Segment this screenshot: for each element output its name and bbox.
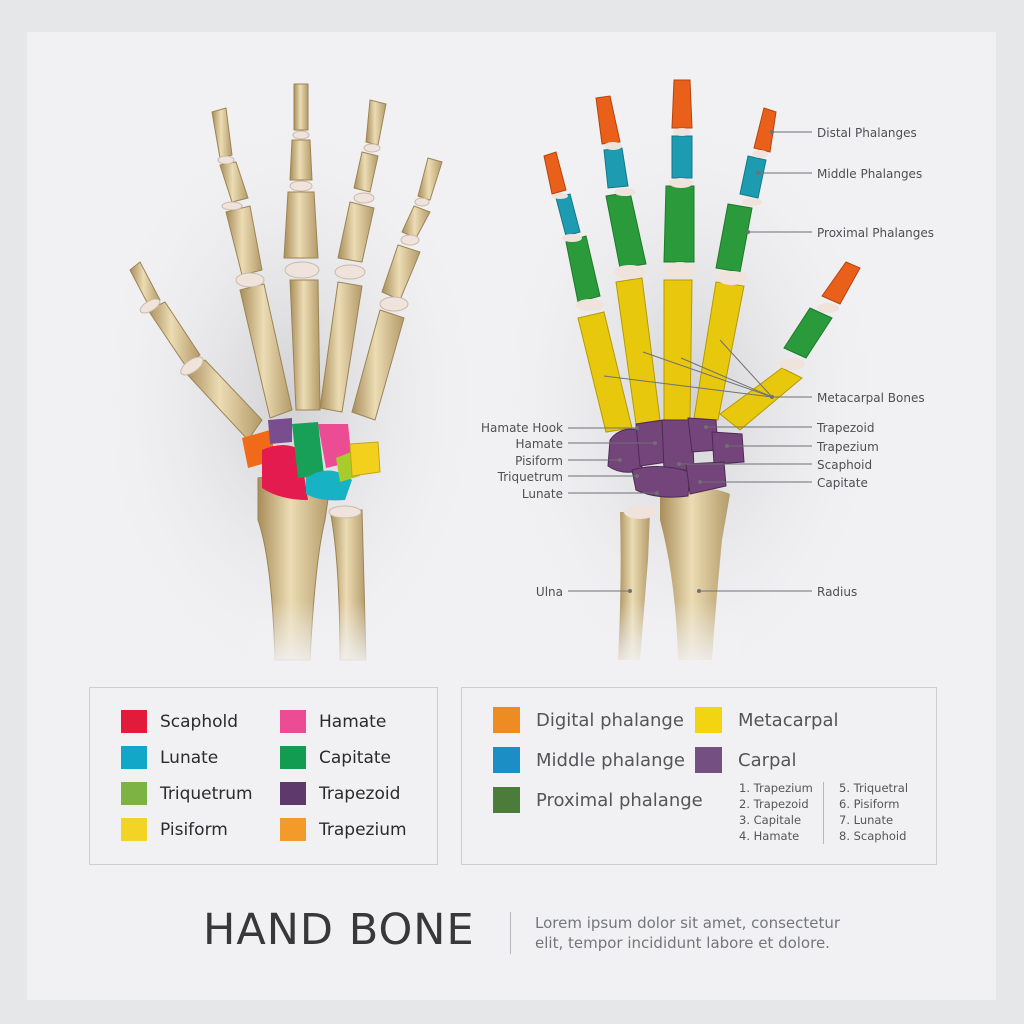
label-pisiform: Pisiform bbox=[515, 454, 563, 468]
swatch-blue bbox=[493, 747, 520, 773]
legend-item-scaphold: Scaphold bbox=[121, 710, 238, 733]
swatch-purple bbox=[280, 782, 306, 805]
swatch-orange bbox=[280, 818, 306, 841]
swatch-yellow bbox=[121, 818, 147, 841]
label-distal-phalanges: Distal Phalanges bbox=[817, 126, 917, 140]
legend-item-middle-phalange: Middle phalange bbox=[493, 747, 685, 773]
carpal-color-legend: Scaphold Lunate Triquetrum Pisiform Hama… bbox=[89, 687, 438, 865]
subtitle: Lorem ipsum dolor sit amet, consectetur … bbox=[535, 914, 841, 952]
label-capitate: Capitate bbox=[817, 476, 868, 490]
right-hand bbox=[543, 79, 861, 670]
label-hamate: Hamate bbox=[515, 437, 563, 451]
label-trapezium: Trapezium bbox=[817, 440, 879, 454]
label-triquetrum: Triquetrum bbox=[497, 470, 563, 484]
legend-item-trapezoid: Trapezoid bbox=[280, 782, 400, 805]
legend-item-metacarpal: Metacarpal bbox=[695, 707, 838, 733]
carpal-list-left: 1. Trapezium 2. Trapezoid 3. Capitale 4.… bbox=[739, 781, 813, 843]
swatch-green bbox=[493, 787, 520, 813]
legend-item-carpal: Carpal bbox=[695, 747, 796, 773]
legend-item-proximal-phalange: Proximal phalange bbox=[493, 787, 703, 813]
swatch-cyan bbox=[121, 746, 147, 769]
label-proximal-phalanges: Proximal Phalanges bbox=[817, 226, 935, 240]
left-hand bbox=[129, 83, 443, 670]
list-divider bbox=[823, 782, 824, 844]
label-metacarpal-bones: Metacarpal Bones bbox=[817, 391, 925, 405]
title-divider bbox=[510, 912, 511, 954]
legend-item-pisiform: Pisiform bbox=[121, 818, 228, 841]
legend-item-capitate: Capitate bbox=[280, 746, 391, 769]
label-scaphoid: Scaphoid bbox=[817, 458, 873, 472]
swatch-red bbox=[121, 710, 147, 733]
page-title: HAND BONE bbox=[203, 905, 475, 955]
swatch-orange bbox=[493, 707, 520, 733]
label-trapezoid: Trapezoid bbox=[817, 421, 875, 435]
swatch-yellow bbox=[695, 707, 722, 733]
legend-item-triquetrum: Triquetrum bbox=[121, 782, 253, 805]
legend-item-trapezium: Trapezium bbox=[280, 818, 407, 841]
label-ulna: Ulna bbox=[535, 585, 563, 599]
leader-lines bbox=[568, 130, 812, 593]
legend-item-lunate: Lunate bbox=[121, 746, 218, 769]
label-lunate: Lunate bbox=[521, 487, 563, 501]
label-hamate-hook: Hamate Hook bbox=[481, 421, 563, 435]
swatch-purple bbox=[695, 747, 722, 773]
swatch-green bbox=[280, 746, 306, 769]
label-middle-phalanges: Middle Phalanges bbox=[817, 167, 923, 181]
swatch-pink bbox=[280, 710, 306, 733]
bone-region-legend: Digital phalange Middle phalange Proxima… bbox=[461, 687, 937, 865]
legend-item-hamate: Hamate bbox=[280, 710, 386, 733]
label-radius: Radius bbox=[817, 585, 858, 599]
swatch-lime bbox=[121, 782, 147, 805]
legend-item-digital-phalange: Digital phalange bbox=[493, 707, 684, 733]
carpal-list-right: 5. Triquetral 6. Pisiform 7. Lunate 8. S… bbox=[839, 781, 909, 843]
